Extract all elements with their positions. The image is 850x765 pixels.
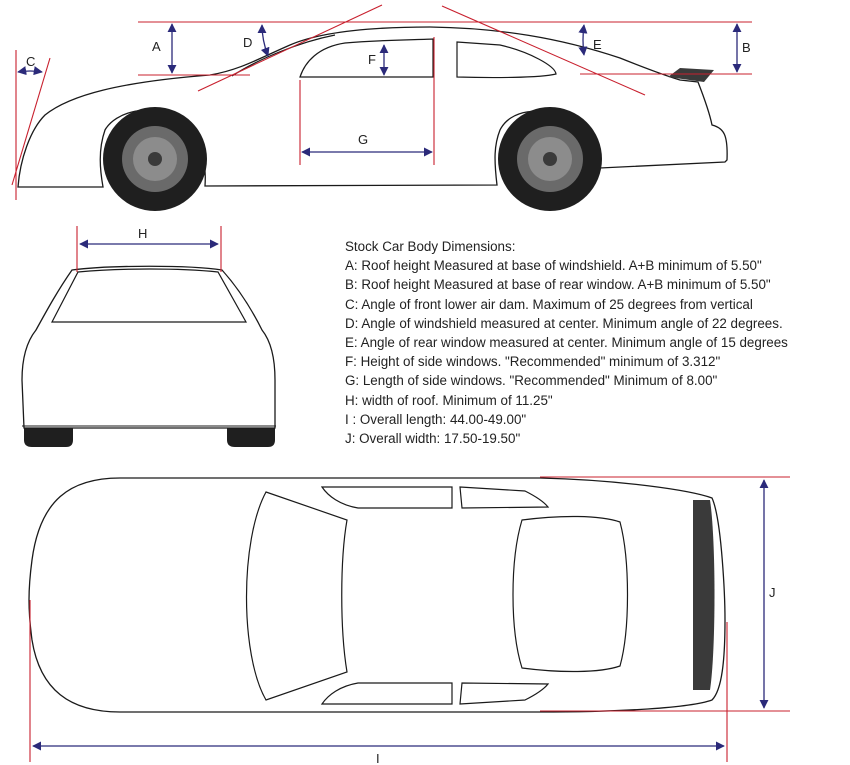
label-h: H — [138, 226, 147, 241]
label-g: G — [358, 132, 368, 147]
top-side-window-right-rear — [459, 682, 550, 705]
top-side-window-left-front — [320, 486, 453, 509]
front-tire-right — [227, 425, 275, 447]
legend-line-h: H: width of roof. Minimum of 11.25" — [345, 392, 553, 408]
side-window-front — [299, 38, 434, 78]
legend-title: Stock Car Body Dimensions: — [345, 239, 516, 254]
top-side-window-right-front — [320, 682, 453, 705]
label-b: B — [742, 40, 751, 55]
side-rear-spoiler — [668, 68, 714, 82]
legend-line-i: I : Overall length: 44.00-49.00" — [345, 411, 527, 427]
top-side-window-left-rear — [459, 486, 550, 509]
dim-e-arc — [578, 24, 588, 56]
legend-line-c: C: Angle of front lower air dam. Maximum… — [345, 296, 753, 312]
top-rear-window — [512, 515, 629, 673]
front-windshield — [51, 268, 248, 323]
label-j: J — [769, 585, 776, 600]
dim-d-arc — [257, 24, 270, 57]
label-c: C — [26, 54, 35, 69]
front-tire-left — [24, 425, 73, 447]
label-a: A — [152, 39, 161, 54]
label-d: D — [243, 35, 252, 50]
legend-line-f: F: Height of side windows. "Recommended"… — [345, 354, 721, 370]
legend-line-j: J: Overall width: 17.50-19.50" — [345, 431, 521, 447]
top-rear-spoiler — [693, 500, 715, 690]
side-front-wheel — [103, 107, 207, 211]
side-reference-lines — [11, 4, 752, 200]
top-windshield — [245, 491, 348, 701]
front-view: H — [21, 226, 276, 447]
dimensions-legend: Stock Car Body Dimensions: A: Roof heigh… — [345, 237, 850, 448]
side-window-rear — [456, 41, 557, 79]
label-e: E — [593, 37, 602, 52]
top-view: J I — [28, 476, 790, 765]
legend-line-a: A: Roof height Measured at base of winds… — [345, 258, 762, 274]
label-f: F — [368, 52, 376, 67]
dim-c-arc — [17, 66, 43, 76]
side-rear-wheel — [498, 107, 602, 211]
legend-line-g: G: Length of side windows. "Recommended"… — [345, 373, 718, 389]
legend-line-e: E: Angle of rear window measured at cent… — [345, 335, 788, 351]
legend-line-b: B: Roof height Measured at base of rear … — [345, 277, 771, 293]
side-view: A B C D E F G — [11, 4, 752, 211]
label-i: I — [376, 751, 380, 765]
legend-line-d: D: Angle of windshield measured at cente… — [345, 315, 783, 331]
side-dimension-arrows — [17, 23, 742, 157]
